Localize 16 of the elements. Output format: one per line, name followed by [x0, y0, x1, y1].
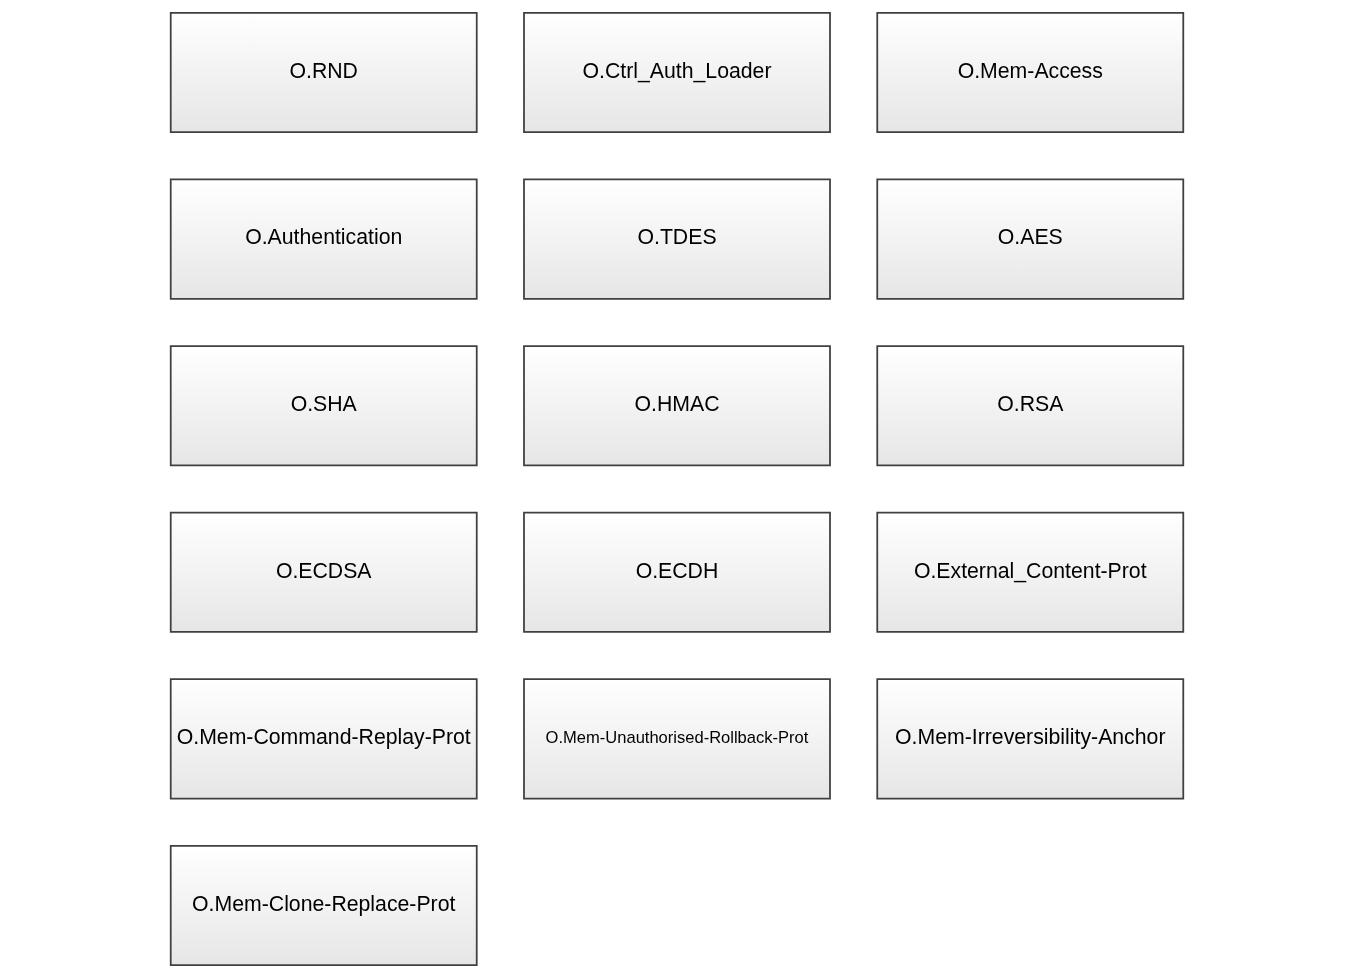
node-box: O.Authentication — [169, 178, 478, 300]
node-box: O.SHA — [169, 345, 478, 467]
node-box: O.HMAC — [522, 345, 831, 467]
node-box: O.Mem-Command-Replay-Prot — [169, 678, 478, 800]
node-box: O.Mem-Irreversibility-Anchor — [875, 678, 1184, 800]
node-box: O.AES — [875, 178, 1184, 300]
node-box: O.ECDSA — [169, 511, 478, 633]
node-box: O.RND — [169, 11, 478, 134]
node-box: O.Mem-Unauthorised-Rollback-Prot — [522, 678, 831, 800]
node-box: O.Mem-Access — [875, 11, 1184, 134]
node-box: O.Mem-Clone-Replace-Prot — [169, 844, 478, 967]
node-box: O.TDES — [522, 178, 831, 300]
node-box: O.Ctrl_Auth_Loader — [522, 11, 831, 134]
node-box: O.ECDH — [522, 511, 831, 633]
node-box: O.RSA — [875, 345, 1184, 467]
node-box: O.External_Content-Prot — [875, 511, 1184, 633]
